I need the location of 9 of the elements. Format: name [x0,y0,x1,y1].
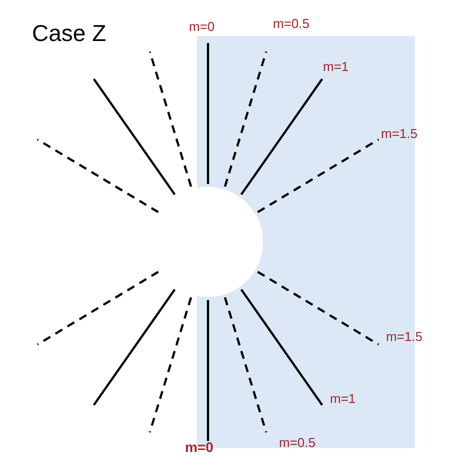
line-label: m=0 [189,20,215,33]
line-label: m=1.5 [381,127,418,140]
line-label: m=1 [330,392,356,405]
line-label: m=0.5 [273,17,310,30]
line-label: m=1 [323,60,349,73]
line-label: m=1.5 [386,330,422,343]
line-label: m=0 [185,440,214,454]
line-label: m=0.5 [279,436,316,449]
title: Case Z [32,22,106,45]
